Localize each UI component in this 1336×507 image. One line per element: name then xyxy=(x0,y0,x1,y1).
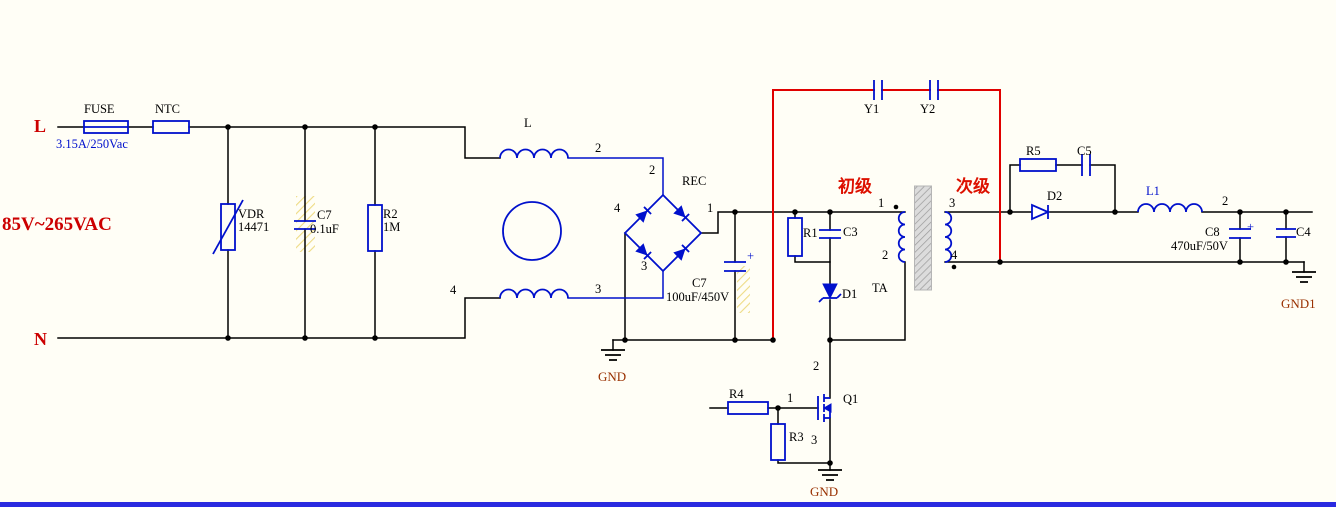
label-bulk-value: 100uF/450V xyxy=(666,290,729,304)
resistor-r1 xyxy=(787,217,803,257)
label-y2: Y2 xyxy=(920,102,935,116)
bulk-capacitor-c7 xyxy=(724,261,746,272)
label-vdr-name: VDR xyxy=(238,207,265,221)
pin-bridge-p4: 4 xyxy=(614,201,621,215)
phase-dot xyxy=(951,264,957,270)
label-gnd-q1: GND xyxy=(810,484,838,499)
label-bulk-plus: + xyxy=(747,249,754,263)
inductor-l1 xyxy=(1137,203,1203,213)
label-cx-name: C7 xyxy=(317,208,332,222)
pin-q1-p1: 1 xyxy=(787,391,793,405)
resistor-r2 xyxy=(367,204,383,252)
diode-d1 xyxy=(818,283,842,303)
highlight-hatches xyxy=(296,196,750,313)
y-cap-net xyxy=(772,89,1001,341)
label-rec: REC xyxy=(682,174,706,188)
pin-l1-out-p2: 2 xyxy=(1222,194,1228,208)
label-y1: Y1 xyxy=(864,102,879,116)
pin-xfmr-p1: 1 xyxy=(878,196,884,210)
label-input-range: 85V~265VAC xyxy=(2,214,112,235)
label-c3: C3 xyxy=(843,225,858,239)
ntc-thermistor xyxy=(152,120,190,134)
label-r5: R5 xyxy=(1026,144,1041,158)
wires xyxy=(57,126,1313,471)
y1-capacitor xyxy=(873,80,883,100)
transformer-ta xyxy=(893,185,957,291)
label-gnd-primary: GND xyxy=(598,369,626,384)
bridge-diode-icon xyxy=(635,243,652,260)
label-c5: C5 xyxy=(1077,144,1092,158)
label-vdr-value: 14471 xyxy=(238,220,269,234)
label-primary-cn: 初级 xyxy=(838,176,872,196)
label-choke: L xyxy=(524,116,532,130)
varistor-vdr xyxy=(212,199,244,255)
pin-xfmr-p4: 4 xyxy=(951,248,958,262)
bridge-diode-icon xyxy=(635,206,652,223)
phase-dot xyxy=(893,204,899,210)
label-r1: R1 xyxy=(803,226,818,240)
capacitor-cx xyxy=(294,220,316,230)
label-q1: Q1 xyxy=(843,392,858,406)
label-r2-name: R2 xyxy=(383,207,398,221)
bridge-rectifier xyxy=(623,193,703,273)
resistor-r5 xyxy=(1019,158,1057,172)
pin-xfmr-p2: 2 xyxy=(882,248,888,262)
label-c8-plus: + xyxy=(1247,220,1254,234)
label-d2: D2 xyxy=(1047,189,1062,203)
diode-d2 xyxy=(1031,203,1051,221)
capacitor-c5 xyxy=(1081,154,1091,176)
choke-bridge-links xyxy=(567,157,664,299)
gnd-symbol-secondary xyxy=(1292,271,1316,283)
capacitor-c3 xyxy=(819,229,841,239)
label-cx-value: 0.1uF xyxy=(310,222,339,236)
bridge-diode-icon xyxy=(673,244,690,261)
capacitor-c8 xyxy=(1229,228,1251,239)
bridge-diode-icon xyxy=(673,205,690,222)
gnd-symbol-q1 xyxy=(818,469,842,481)
label-r3: R3 xyxy=(789,430,804,444)
junction-dots xyxy=(225,124,1289,466)
pin-bridge-p1: 1 xyxy=(707,201,713,215)
label-fuse-name: FUSE xyxy=(84,102,115,116)
label-bulk-name: C7 xyxy=(692,276,707,290)
pin-bridge-p3: 3 xyxy=(641,259,647,273)
pin-xfmr-p3: 3 xyxy=(949,196,955,210)
label-c8-name: C8 xyxy=(1205,225,1220,239)
label-live: L xyxy=(34,116,46,136)
label-r4: R4 xyxy=(729,387,744,401)
label-transformer: TA xyxy=(872,281,888,295)
label-fuse-value: 3.15A/250Vac xyxy=(56,137,128,151)
label-d1: D1 xyxy=(842,287,857,301)
pin-choke-p4: 4 xyxy=(450,283,457,297)
resistor-r4 xyxy=(727,401,769,415)
label-secondary-cn: 次级 xyxy=(956,176,990,196)
label-r2-value: 1M xyxy=(383,220,400,234)
gnd-symbol-primary xyxy=(601,349,625,361)
label-c8-value: 470uF/50V xyxy=(1171,239,1228,253)
label-l1: L1 xyxy=(1146,184,1160,198)
pin-bridge-p2: 2 xyxy=(649,163,655,177)
label-ntc: NTC xyxy=(155,102,180,116)
y2-capacitor xyxy=(929,80,939,100)
pin-choke-p2: 2 xyxy=(595,141,601,155)
capacitor-c4 xyxy=(1276,228,1296,238)
pin-choke-p3: 3 xyxy=(595,282,601,296)
sheet-border-bottom xyxy=(0,502,1336,507)
label-gnd-secondary: GND1 xyxy=(1281,296,1316,311)
resistor-r3 xyxy=(770,423,786,461)
pin-q1-p2: 2 xyxy=(813,359,819,373)
fuse xyxy=(83,120,129,134)
pin-q1-p3: 3 xyxy=(811,433,817,447)
mosfet-q1 xyxy=(817,394,832,422)
label-neutral: N xyxy=(34,329,47,349)
common-mode-choke xyxy=(499,148,569,299)
label-c4: C4 xyxy=(1296,225,1311,239)
